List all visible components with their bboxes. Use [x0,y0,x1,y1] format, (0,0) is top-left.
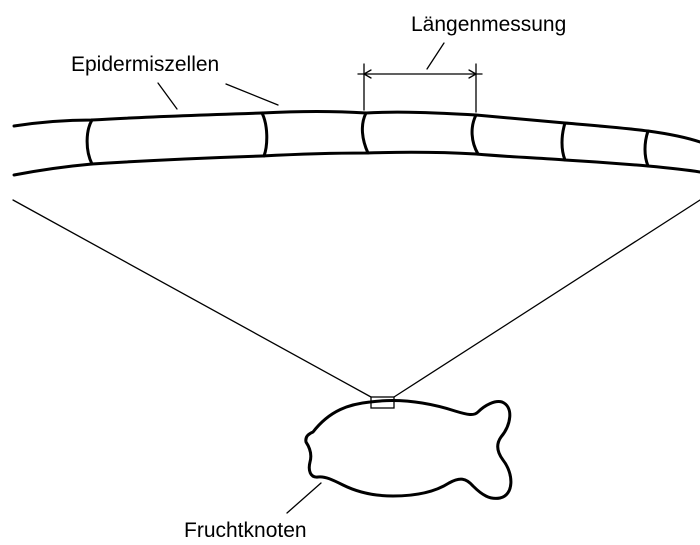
cell-wall [645,131,648,166]
length-measurement-bracket [358,43,482,112]
ovary-label: Fruchtknoten [184,519,307,542]
epidermis-strip [14,112,700,176]
cell-wall [472,115,478,154]
ovary-outline [306,401,511,499]
magnification-lines [13,200,700,397]
length-measurement-label: Längenmessung [411,13,566,36]
ovary-leader [287,483,321,513]
measurement-leader [427,43,444,69]
magnification-line-left [13,200,371,397]
epidermal-cells-label: Epidermiszellen [71,53,219,76]
epidermis-top-outline [14,112,700,143]
epidermal-cells-leaders [158,83,278,109]
epidermal-cells-leader [226,84,278,105]
cell-wall [362,113,368,153]
epidermal-cells-leader [158,83,177,109]
cell-wall [87,120,92,164]
epidermis-bottom-outline [14,152,700,175]
cell-wall [262,113,267,156]
magnification-line-right [394,200,700,397]
epidermis-cell-walls [87,113,648,166]
cell-wall [562,123,565,160]
